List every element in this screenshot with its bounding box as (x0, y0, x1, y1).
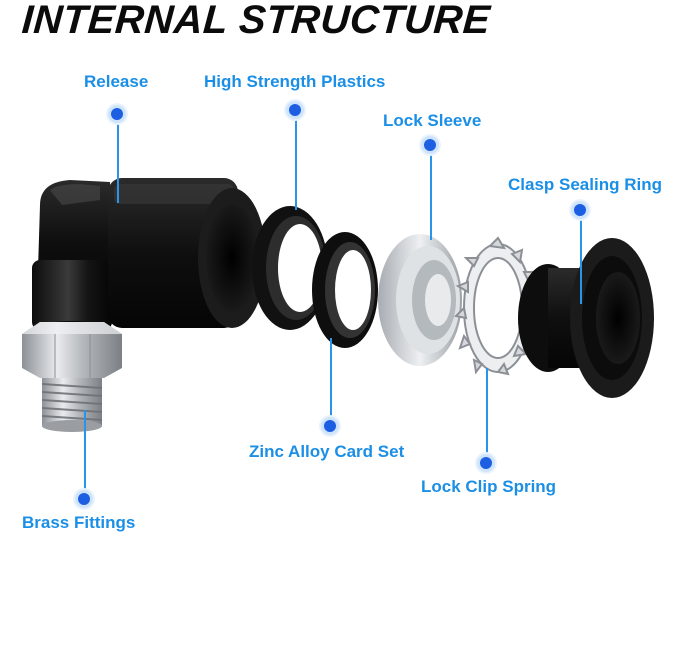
zinc-alloy-ring (312, 232, 378, 348)
release-collar (108, 178, 266, 328)
clip-spring-dot (480, 457, 492, 469)
lock-sleeve-dot (424, 139, 436, 151)
threaded-shank (42, 378, 102, 432)
plastics-dot (289, 104, 301, 116)
label-clasp-sealing-ring: Clasp Sealing Ring (508, 175, 662, 195)
label-high-strength-plastics: High Strength Plastics (204, 72, 385, 92)
release-dot (111, 108, 123, 120)
lock-sleeve-line (430, 148, 432, 240)
clip-spring-line (486, 368, 488, 462)
label-release: Release (84, 72, 148, 92)
clasp-line (580, 214, 582, 304)
label-brass-fittings: Brass Fittings (22, 513, 135, 533)
zinc-dot (324, 420, 336, 432)
lock-sleeve (378, 234, 462, 366)
hex-nut (22, 322, 122, 378)
clasp-sealing-ring (518, 238, 654, 398)
brass-dot (78, 493, 90, 505)
elbow-body (32, 180, 112, 339)
label-zinc-alloy-card-set: Zinc Alloy Card Set (249, 442, 404, 462)
plastics-line (295, 110, 297, 210)
zinc-line (330, 338, 332, 424)
release-line (117, 115, 119, 203)
brass-line (84, 410, 86, 500)
label-lock-clip-spring: Lock Clip Spring (421, 477, 556, 497)
clasp-dot (574, 204, 586, 216)
label-lock-sleeve: Lock Sleeve (383, 111, 481, 131)
